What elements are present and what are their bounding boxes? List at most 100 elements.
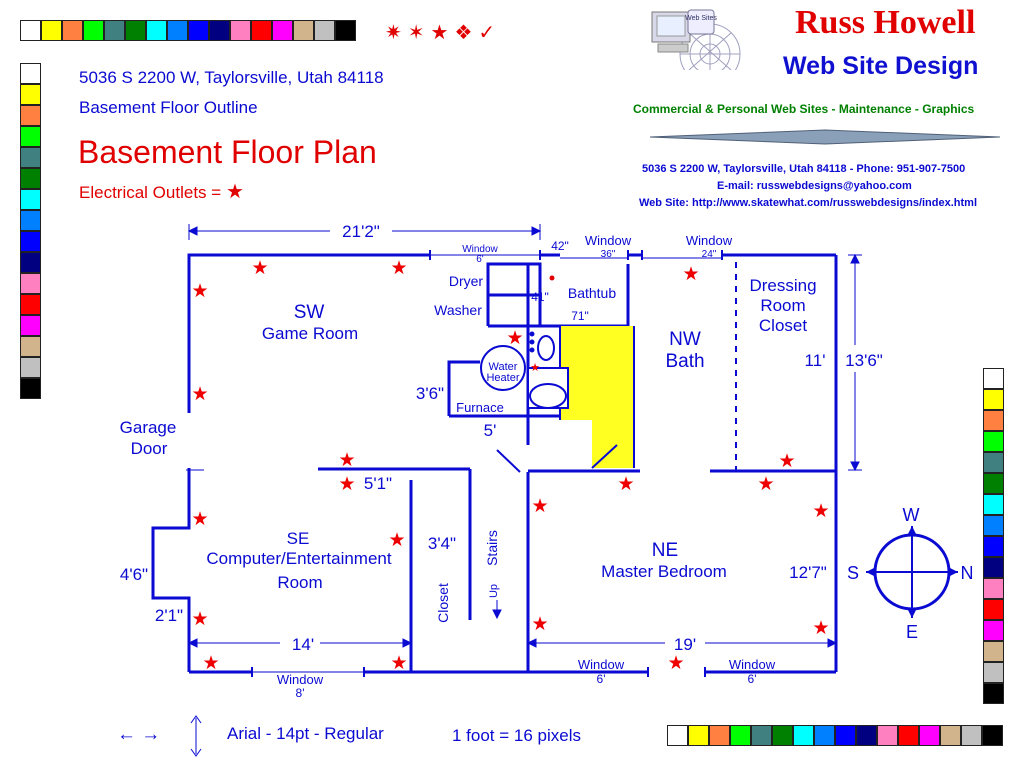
color-swatch[interactable] <box>104 20 125 41</box>
bathtub-label: Bathtub <box>568 285 616 301</box>
color-swatch[interactable] <box>314 20 335 41</box>
color-swatch[interactable] <box>983 515 1004 536</box>
page-subtitle: Basement Floor Outline <box>79 98 258 117</box>
color-swatch[interactable] <box>20 252 41 273</box>
color-swatch[interactable] <box>20 105 41 126</box>
color-swatch[interactable] <box>730 725 751 746</box>
color-swatch[interactable] <box>983 662 1004 683</box>
contact-email[interactable]: E-mail: russwebdesigns@yahoo.com <box>717 180 912 192</box>
window-5-size: 6' <box>597 672 606 686</box>
web-sites-logo: Web Sites <box>640 6 775 85</box>
outlet-star-icon: ★ <box>506 328 523 349</box>
color-swatch[interactable] <box>20 147 41 168</box>
color-swatch[interactable] <box>983 683 1004 704</box>
color-swatch[interactable] <box>983 578 1004 599</box>
color-swatch[interactable] <box>20 20 41 41</box>
window-2-size: 36" <box>601 249 616 260</box>
window-5-label: Window <box>578 657 625 672</box>
color-swatch[interactable] <box>146 20 167 41</box>
color-swatch[interactable] <box>20 378 41 399</box>
color-swatch[interactable] <box>877 725 898 746</box>
star-burst-icon: ✷ <box>385 22 408 44</box>
color-swatch[interactable] <box>751 725 772 746</box>
color-swatch[interactable] <box>772 725 793 746</box>
color-swatch[interactable] <box>961 725 982 746</box>
color-swatch[interactable] <box>20 210 41 231</box>
contact-website[interactable]: Web Site: http://www.skatewhat.com/russw… <box>639 197 978 209</box>
color-swatch[interactable] <box>919 725 940 746</box>
window-1-size: 6' <box>476 254 484 265</box>
color-swatch[interactable] <box>251 20 272 41</box>
color-swatch[interactable] <box>125 20 146 41</box>
color-swatch[interactable] <box>209 20 230 41</box>
color-swatch[interactable] <box>230 20 251 41</box>
color-swatch[interactable] <box>983 452 1004 473</box>
color-swatch[interactable] <box>983 494 1004 515</box>
color-swatch[interactable] <box>167 20 188 41</box>
color-swatch[interactable] <box>982 725 1003 746</box>
legend: Electrical Outlets = ★ <box>79 179 244 204</box>
page-title: Basement Floor Plan <box>78 134 377 170</box>
up-label: Up <box>488 584 500 598</box>
color-swatch[interactable] <box>20 273 41 294</box>
color-swatch[interactable] <box>983 620 1004 641</box>
color-swatch[interactable] <box>188 20 209 41</box>
outlet-star-icon: ★ <box>617 474 634 495</box>
window-4-label: Window <box>277 672 324 687</box>
color-swatch[interactable] <box>940 725 961 746</box>
color-swatch[interactable] <box>856 725 877 746</box>
color-swatch[interactable] <box>20 231 41 252</box>
color-swatch[interactable] <box>835 725 856 746</box>
color-swatch[interactable] <box>667 725 688 746</box>
dressing-label-1: Dressing <box>749 276 816 295</box>
outlet-star-icon: ★ <box>390 258 407 279</box>
water-heater-label-1: Water <box>489 361 518 373</box>
color-swatch[interactable] <box>983 599 1004 620</box>
horizontal-arrows-icon: ← → <box>117 724 161 745</box>
color-swatch[interactable] <box>709 725 730 746</box>
color-swatch[interactable] <box>898 725 919 746</box>
outlet-star-icon: ★ <box>388 530 405 551</box>
color-swatch[interactable] <box>20 126 41 147</box>
color-swatch[interactable] <box>41 20 62 41</box>
color-swatch[interactable] <box>62 20 83 41</box>
outlet-star-icon: ★ <box>667 653 684 674</box>
color-swatch[interactable] <box>20 189 41 210</box>
color-swatch[interactable] <box>983 431 1004 452</box>
color-swatch[interactable] <box>20 315 41 336</box>
color-swatch[interactable] <box>793 725 814 746</box>
color-swatch[interactable] <box>293 20 314 41</box>
color-swatch[interactable] <box>272 20 293 41</box>
color-swatch[interactable] <box>20 63 41 84</box>
bath-highlight <box>560 326 634 468</box>
color-swatch[interactable] <box>983 557 1004 578</box>
outlet-star-icon: ★ <box>682 264 699 285</box>
garage-label-1: Garage <box>120 418 177 437</box>
color-swatch[interactable] <box>20 336 41 357</box>
outlet-star-icon: ★ <box>225 181 244 203</box>
compass-w: W <box>903 505 920 525</box>
color-swatch[interactable] <box>814 725 835 746</box>
color-swatch[interactable] <box>983 536 1004 557</box>
color-swatch[interactable] <box>983 368 1004 389</box>
color-swatch[interactable] <box>688 725 709 746</box>
color-swatch[interactable] <box>20 294 41 315</box>
asterisk-icon: ✶ <box>407 22 431 44</box>
color-swatch[interactable] <box>983 473 1004 494</box>
color-swatch[interactable] <box>20 357 41 378</box>
color-swatch[interactable] <box>20 84 41 105</box>
color-swatch[interactable] <box>983 389 1004 410</box>
symbol-row: ✷✶★❖✓ <box>385 20 501 45</box>
dim-3-6: 3'6" <box>416 384 444 403</box>
dim-19: 19' <box>674 635 696 654</box>
room-se-name: Computer/Entertainment <box>206 549 391 568</box>
dressing-label-2: Room <box>760 296 805 315</box>
color-swatch[interactable] <box>83 20 104 41</box>
window-1-label: Window <box>462 244 498 255</box>
color-swatch[interactable] <box>335 20 356 41</box>
window-3-label: Window <box>686 233 733 248</box>
color-swatch[interactable] <box>20 168 41 189</box>
color-swatch[interactable] <box>983 641 1004 662</box>
color-swatch[interactable] <box>983 410 1004 431</box>
